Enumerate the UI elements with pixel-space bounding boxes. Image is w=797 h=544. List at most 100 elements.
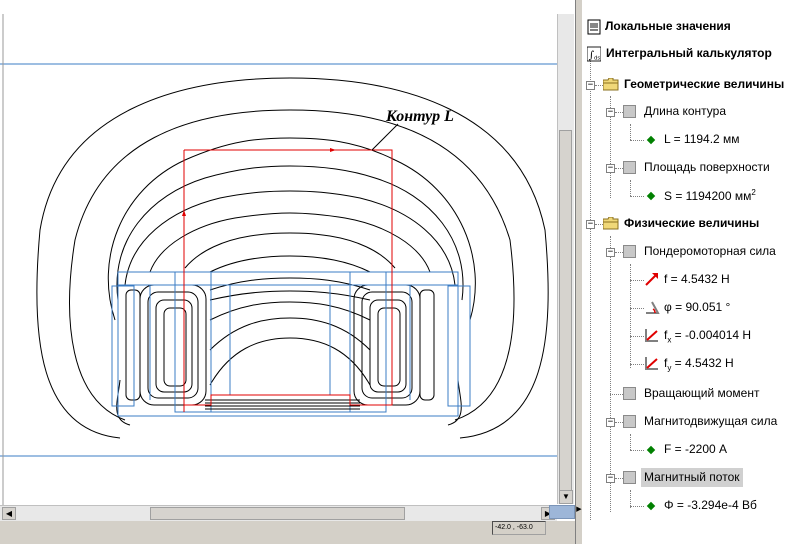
contour-arrow	[330, 148, 336, 152]
tree-label: Площадь поверхности	[644, 160, 770, 174]
green-diamond-icon	[646, 501, 656, 511]
tree-item-surface-area[interactable]: − Площадь поверхности	[583, 157, 797, 179]
tree-connector	[630, 336, 644, 337]
tree-value: L = 1194.2 мм	[664, 132, 740, 146]
tree-connector	[630, 180, 631, 196]
results-tree[interactable]: Локальные значения ∫ ds Интегральный кал…	[583, 0, 797, 544]
tree-connector	[615, 112, 623, 113]
tree-item-flux[interactable]: − Магнитный поток	[583, 467, 797, 489]
tree-connector	[630, 450, 644, 451]
horizontal-scroll-thumb[interactable]	[150, 507, 405, 520]
view-toggle-button[interactable]	[549, 505, 575, 519]
tree-connector	[615, 478, 623, 479]
tree-connector	[595, 224, 603, 225]
tree-label: Магнитодвижущая сила	[644, 414, 778, 428]
gray-box-icon	[623, 161, 636, 174]
contour-l	[183, 149, 393, 412]
tree-item-mmf[interactable]: − Магнитодвижущая сила	[583, 411, 797, 433]
horizontal-scrollbar[interactable]: ◀ ▶	[0, 505, 557, 522]
coordinate-readout: -42.0 , -63.0	[492, 521, 546, 535]
green-diamond-icon	[646, 445, 656, 455]
tree-label: Физические величины	[624, 216, 760, 230]
tree-label: Длина контура	[644, 104, 726, 118]
tree-connector	[630, 364, 644, 365]
tree-item-surface-area-value[interactable]: S = 1194200 мм2	[583, 185, 797, 207]
tree-value: fy = 4.5432 Н	[664, 356, 734, 373]
tree-item-force-f[interactable]: f = 4.5432 Н	[583, 269, 797, 291]
tree-connector	[610, 394, 623, 395]
collapse-toggle[interactable]: −	[606, 163, 615, 173]
tree-label: Интегральный калькулятор	[606, 46, 772, 60]
tree-item-physical[interactable]: − Физические величины	[583, 213, 797, 235]
tree-label: Локальные значения	[605, 19, 731, 33]
tree-value: fx = -0.004014 Н	[664, 328, 752, 345]
tree-label: Пондеромоторная сила	[644, 244, 776, 258]
field-plot[interactable]: Контур L	[0, 0, 557, 505]
tree-item-force-fx[interactable]: fx = -0.004014 Н	[583, 325, 797, 347]
tree-item-integral-calculator[interactable]: ∫ ds Интегральный калькулятор	[583, 43, 797, 65]
tree-connector	[630, 264, 631, 368]
tree-item-local-values[interactable]: Локальные значения	[583, 16, 797, 38]
tree-value: φ = 90.051 °	[664, 300, 731, 314]
gray-box-icon	[623, 105, 636, 118]
annotation-label: Контур L	[385, 108, 454, 125]
folder-icon	[603, 217, 619, 230]
force-vector-icon	[645, 273, 658, 286]
tree-value: f = 4.5432 Н	[664, 272, 730, 286]
tree-connector	[615, 168, 623, 169]
tree-label-selected: Магнитный поток	[641, 468, 743, 487]
svg-text:∫: ∫	[589, 49, 595, 61]
tree-item-force-fy[interactable]: fy = 4.5432 Н	[583, 353, 797, 375]
tree-value: F = -2200 А	[664, 442, 728, 456]
gray-box-icon	[623, 471, 636, 484]
green-diamond-icon	[646, 135, 656, 145]
splitter-arrow-icon[interactable]: ▶	[576, 506, 582, 513]
integral-icon: ∫ ds	[587, 46, 601, 62]
tree-connector	[630, 308, 644, 309]
tree-connector	[610, 96, 611, 198]
collapse-toggle[interactable]: −	[606, 107, 615, 117]
tree-value: Φ = -3.294e-4 Вб	[664, 498, 757, 512]
contour-arrow-left	[182, 210, 186, 216]
field-lines	[36, 77, 549, 439]
tree-item-contour-length-value[interactable]: L = 1194.2 мм	[583, 129, 797, 151]
tree-item-contour-length[interactable]: − Длина контура	[583, 101, 797, 123]
tree-item-mmf-value[interactable]: F = -2200 А	[583, 439, 797, 461]
collapse-toggle[interactable]: −	[586, 219, 595, 229]
force-y-icon	[645, 357, 658, 370]
status-bar	[0, 521, 583, 544]
tree-connector	[630, 196, 644, 197]
scroll-left-arrow-icon[interactable]: ◀	[2, 507, 16, 520]
pane-splitter[interactable]: ▶	[575, 0, 583, 544]
scroll-down-arrow-icon[interactable]: ▼	[559, 490, 573, 504]
tree-item-flux-value[interactable]: Φ = -3.294e-4 Вб	[583, 495, 797, 517]
tree-label: Вращающий момент	[644, 386, 760, 400]
force-x-icon	[645, 329, 658, 342]
tree-connector	[595, 85, 603, 86]
tree-label: Геометрические величины	[624, 77, 785, 91]
annotation-leader	[371, 123, 399, 151]
tree-item-torque[interactable]: Вращающий момент	[583, 383, 797, 405]
folder-icon	[603, 78, 619, 91]
tree-connector	[615, 252, 623, 253]
tree-connector	[630, 506, 644, 507]
drawing-pane[interactable]: Контур L ▼ ◀ ▶ -42.0 , -63.0	[0, 0, 583, 544]
tree-connector	[630, 124, 631, 140]
air-gap-lines	[205, 399, 360, 410]
tree-connector	[590, 60, 591, 520]
collapse-toggle[interactable]: −	[606, 417, 615, 427]
vertical-scroll-thumb[interactable]	[559, 130, 572, 502]
svg-text:ds: ds	[594, 55, 600, 61]
collapse-toggle[interactable]: −	[606, 247, 615, 257]
tree-item-geometric[interactable]: − Геометрические величины	[583, 74, 797, 96]
tree-item-force-phi[interactable]: φ = 90.051 °	[583, 297, 797, 319]
collapse-toggle[interactable]: −	[606, 473, 615, 483]
tree-connector	[630, 434, 631, 450]
tree-value: S = 1194200 мм2	[664, 188, 756, 203]
collapse-toggle[interactable]: −	[586, 80, 595, 90]
tree-connector	[615, 422, 623, 423]
vertical-scrollbar[interactable]: ▼	[557, 14, 574, 504]
tree-item-ponderomotive-force[interactable]: − Пондеромоторная сила	[583, 241, 797, 263]
regions	[111, 271, 471, 417]
green-diamond-icon	[646, 191, 656, 201]
